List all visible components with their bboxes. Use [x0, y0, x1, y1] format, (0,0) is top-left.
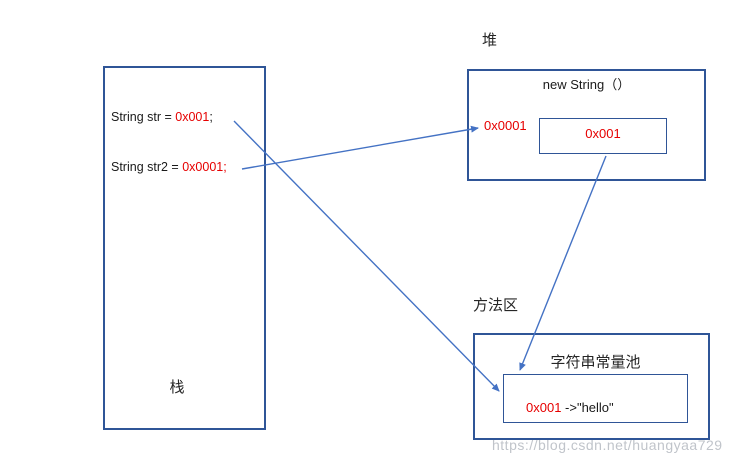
watermark-text: https://blog.csdn.net/huangyaa729 — [492, 437, 723, 453]
heap-ref-value: 0x0001 — [484, 118, 527, 133]
constant-pool-entry-value: 0x001 — [526, 400, 562, 415]
heap-cell-value: 0x001 — [585, 126, 621, 142]
constant-pool-title: 字符串常量池 — [550, 354, 641, 371]
heap-title: new String（） — [542, 77, 631, 92]
stack-statement-1: String str = 0x001; — [111, 110, 213, 125]
stack-statement-1-value: 0x001 — [175, 110, 210, 124]
stack-statement-1-suffix: ; — [209, 110, 213, 124]
constant-pool-entry-rest: ->"hello" — [561, 400, 614, 415]
stack-statement-1-prefix: String str = — [111, 110, 176, 124]
arrow-str-to-constant-pool — [233, 120, 500, 392]
heap-cell-box — [539, 118, 667, 154]
stack-label: 栈 — [169, 379, 185, 396]
method-area-label: 方法区 — [473, 297, 519, 314]
constant-pool-box — [503, 374, 688, 423]
stack-statement-2-prefix: String str2 = — [111, 160, 183, 174]
constant-pool-entry: 0x001 ->"hello" — [526, 400, 614, 416]
stack-statement-2: String str2 = 0x0001; — [111, 160, 227, 175]
heap-label: 堆 — [482, 32, 498, 49]
stack-statement-2-value: 0x0001; — [182, 160, 227, 174]
arrow-str2-to-heap-ref — [241, 125, 479, 170]
